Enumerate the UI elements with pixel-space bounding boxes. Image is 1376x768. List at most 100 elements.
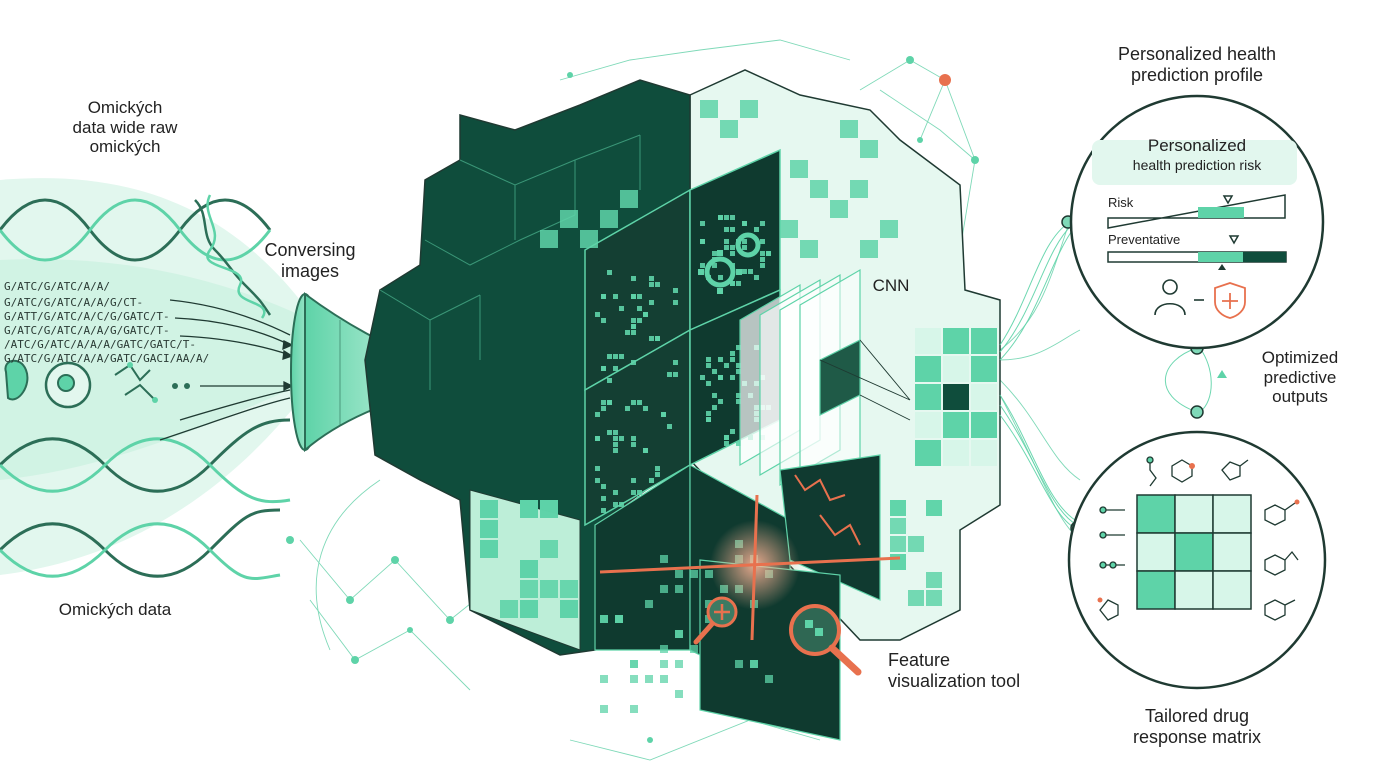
- dna-helix-lower: [0, 418, 291, 504]
- drug-label-line-1: Tailored drug: [1144, 706, 1250, 726]
- drug-matrix-cell: [1212, 570, 1252, 610]
- feature-pixel: [607, 430, 612, 435]
- feature-pixel: [595, 312, 600, 317]
- hex-pixel-block: [860, 140, 878, 158]
- drug-matrix-cell: [1174, 494, 1214, 534]
- right-pixel-block: [890, 554, 906, 570]
- input-band-inner: [0, 259, 300, 480]
- drug-matrix-cell: [1174, 570, 1214, 610]
- arrow-up-icon: [1217, 370, 1227, 378]
- feature-pixel: [712, 393, 717, 398]
- dna-helix-small: [194, 194, 272, 319]
- feature-pixel: [730, 215, 735, 220]
- lower-pixel-block: [480, 520, 498, 538]
- feature-pixel: [730, 375, 735, 380]
- feature-pixel: [655, 336, 660, 341]
- feature-pixel: [712, 369, 717, 374]
- feature-pixel: [706, 417, 711, 422]
- feature-pixel: [637, 306, 642, 311]
- lower-feature-pixel: [615, 615, 623, 623]
- lower-feature-pixel: [645, 675, 653, 683]
- lower-feature-pixel: [660, 555, 668, 563]
- cnn-output-grid: [915, 328, 997, 466]
- feature-pixel: [601, 484, 606, 489]
- panel-pixels: [540, 100, 898, 513]
- lower-pixel-block: [520, 500, 538, 518]
- feature-pixel: [631, 276, 636, 281]
- dna-sequence-line: G/ATT/G/ATC/A/C/G/GATC/T-: [4, 310, 170, 323]
- feature-pixel: [724, 215, 729, 220]
- hex-pixel-block: [810, 180, 828, 198]
- right-pixel-block: [926, 500, 942, 516]
- output-grid-cell: [971, 356, 997, 382]
- feature-pixel: [601, 406, 606, 411]
- feature-pixel: [631, 490, 636, 495]
- feature-pixel: [724, 363, 729, 368]
- feature-pixel: [649, 276, 654, 281]
- feature-pixel: [601, 318, 606, 323]
- feature-pixel: [613, 436, 618, 441]
- feature-pixel: [718, 399, 723, 404]
- feature-pixel: [631, 360, 636, 365]
- dna-sequence-line: G/ATC/G/ATC/A/A/GATC/GACI/AA/A/: [4, 352, 210, 365]
- lower-feature-pixel: [765, 675, 773, 683]
- feature-pixel: [736, 369, 741, 374]
- output-grid-cell: [943, 412, 969, 438]
- feature-pixel: [718, 375, 723, 380]
- feature-pixel: [730, 251, 735, 256]
- hex-pixel-block: [600, 210, 618, 228]
- outputs-label-line-1: Optimized: [1261, 348, 1339, 367]
- feature-pixel: [631, 330, 636, 335]
- feature-pixel: [619, 436, 624, 441]
- cnn-label: CNN: [872, 276, 910, 295]
- feature-pixel: [760, 251, 765, 256]
- hex-pixel-block: [720, 120, 738, 138]
- omics-title-line-3: omických: [89, 137, 161, 157]
- right-pixel-block: [890, 518, 906, 534]
- feature-pixel: [730, 245, 735, 250]
- profile-title-line-2: prediction profile: [1130, 64, 1264, 85]
- lower-feature-pixel: [600, 705, 608, 713]
- feature-pixel: [706, 381, 711, 386]
- lower-pixel-block: [520, 580, 538, 598]
- feature-pixel: [607, 354, 612, 359]
- feature-pixel: [637, 294, 642, 299]
- hex-pixel-block: [860, 240, 878, 258]
- lower-feature-pixel: [630, 675, 638, 683]
- profile-title-line-1: Personalized health: [1117, 44, 1277, 64]
- feature-pixel: [700, 263, 705, 268]
- feature-pixel: [673, 372, 678, 377]
- output-grid-cell: [915, 384, 941, 410]
- feature-pixel: [601, 496, 606, 501]
- feature-pixel: [631, 436, 636, 441]
- right-pixel-block: [890, 500, 906, 516]
- output-grid-cell: [915, 328, 941, 354]
- feature-pixel: [625, 330, 630, 335]
- lower-feature-pixel: [660, 675, 668, 683]
- network-lines: [299, 39, 1081, 761]
- network-nodes: [286, 56, 979, 743]
- feature-pixel: [736, 393, 741, 398]
- feature-pixel: [631, 294, 636, 299]
- dna-sequence-line: /ATC/G/ATC/A/A/A/GATC/GATC/T-: [4, 338, 197, 351]
- drug-matrix-label: Tailored drug response matrix: [1097, 706, 1297, 747]
- output-grid-cell: [915, 440, 941, 466]
- feature-pixel: [730, 227, 735, 232]
- feature-pixel: [718, 357, 723, 362]
- feature-pixel: [655, 472, 660, 477]
- hex-pixel-block: [880, 220, 898, 238]
- lower-panel-pixels: [480, 500, 942, 713]
- feature-pixel: [637, 490, 642, 495]
- outputs-label-line-2: predictive: [1263, 367, 1337, 387]
- feature-pixel: [712, 251, 717, 256]
- feature-pixel: [730, 281, 735, 286]
- hex-outlines: [379, 134, 641, 390]
- conversing-label-line-2: images: [280, 260, 340, 281]
- feature-pixel: [736, 399, 741, 404]
- output-grid-cell: [971, 384, 997, 410]
- feature-pixel: [724, 239, 729, 244]
- risk-bar: [1107, 194, 1286, 229]
- feature-pixel: [736, 345, 741, 350]
- profile-card-bg: [1092, 140, 1297, 185]
- lower-pixel-block: [540, 580, 558, 598]
